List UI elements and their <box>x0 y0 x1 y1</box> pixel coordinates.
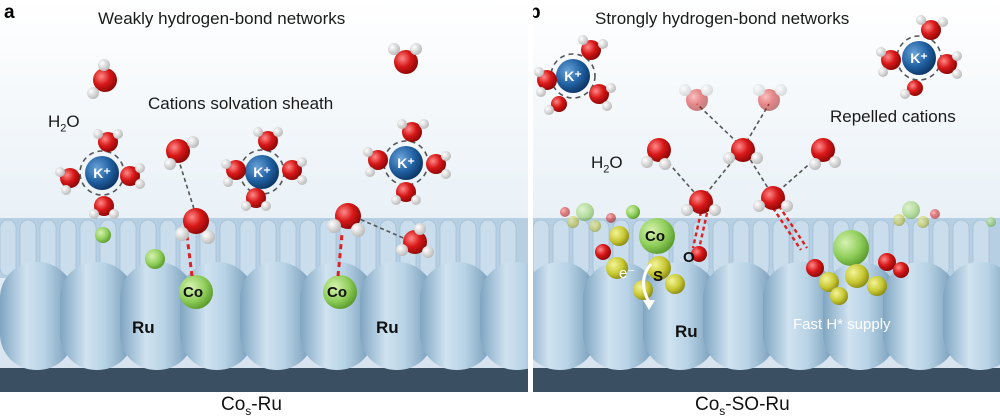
water-molecule <box>809 138 841 170</box>
water-molecule <box>753 84 787 111</box>
cation-label: K⁺ <box>910 50 928 66</box>
coso-cluster <box>595 205 707 300</box>
cation-label: K⁺ <box>397 155 415 171</box>
co-atom <box>179 275 213 309</box>
coso-cluster-back <box>560 201 996 232</box>
panel-a-illustration <box>0 0 528 392</box>
cation-label: K⁺ <box>253 164 271 180</box>
co-label: Co <box>327 284 347 301</box>
coso-cluster <box>806 230 909 305</box>
ru-label: Ru <box>376 318 399 337</box>
o-label: O <box>683 249 695 266</box>
water-label: H2O <box>48 112 80 135</box>
hydrated-cation-cluster <box>55 129 145 219</box>
s-label: S <box>653 268 664 285</box>
panel-title: Weakly hydrogen-bond networks <box>98 9 346 28</box>
co-label: Co <box>183 284 203 301</box>
sheath-label: Cations solvation sheath <box>148 94 334 113</box>
panel-b: b Strongly hydrogen-bond networks Repell… <box>533 0 1000 392</box>
cation-label: K⁺ <box>564 68 582 84</box>
electron-label: e⁻ <box>619 265 636 282</box>
hydrated-cation-cluster <box>534 35 616 115</box>
ru-label: Ru <box>132 318 155 337</box>
water-molecule <box>87 59 117 99</box>
electron-arrow-head <box>643 300 655 310</box>
panel-letter: b <box>533 2 541 23</box>
panel-b-illustration <box>533 0 1000 392</box>
panel-title: Strongly hydrogen-bond networks <box>595 9 850 28</box>
ru-label: Ru <box>675 322 698 341</box>
o-water-bond <box>691 205 808 251</box>
hydrated-cation-cluster <box>363 119 451 205</box>
panel-letter: a <box>4 2 15 23</box>
ru-lattice-front <box>0 262 528 392</box>
water-molecule <box>641 138 671 170</box>
co-water-bond <box>185 235 194 277</box>
co-water-bond <box>336 233 344 277</box>
water-molecule <box>175 208 215 244</box>
water-molecule <box>327 203 365 237</box>
hydrated-cation-cluster <box>221 127 307 211</box>
cation-label: K⁺ <box>93 165 111 181</box>
caption-b: Cos-SO-Ru <box>695 394 790 418</box>
co-atom-back <box>95 227 111 243</box>
co-atom <box>323 275 357 309</box>
water-molecule <box>164 136 199 170</box>
ru-lattice-front <box>533 262 1000 392</box>
electron-arrow <box>642 263 653 303</box>
supply-label: Fast H* supply <box>793 316 891 333</box>
ru-lattice-back <box>0 218 528 278</box>
caption-a: Cos-Ru <box>221 394 282 418</box>
co-label: Co <box>645 228 665 245</box>
water-molecule <box>681 190 721 216</box>
hydrated-cation-cluster <box>876 15 962 99</box>
water-molecule <box>753 186 793 212</box>
water-molecule <box>723 138 763 164</box>
co-atom-back <box>145 249 165 269</box>
panel-a: a Weakly hydrogen-bond networks Cations … <box>0 0 528 392</box>
repelled-label: Repelled cations <box>830 107 956 126</box>
water-label: H2O <box>591 153 623 176</box>
water-molecule <box>679 84 713 111</box>
water-molecule <box>396 223 434 258</box>
water-molecule <box>388 43 422 74</box>
